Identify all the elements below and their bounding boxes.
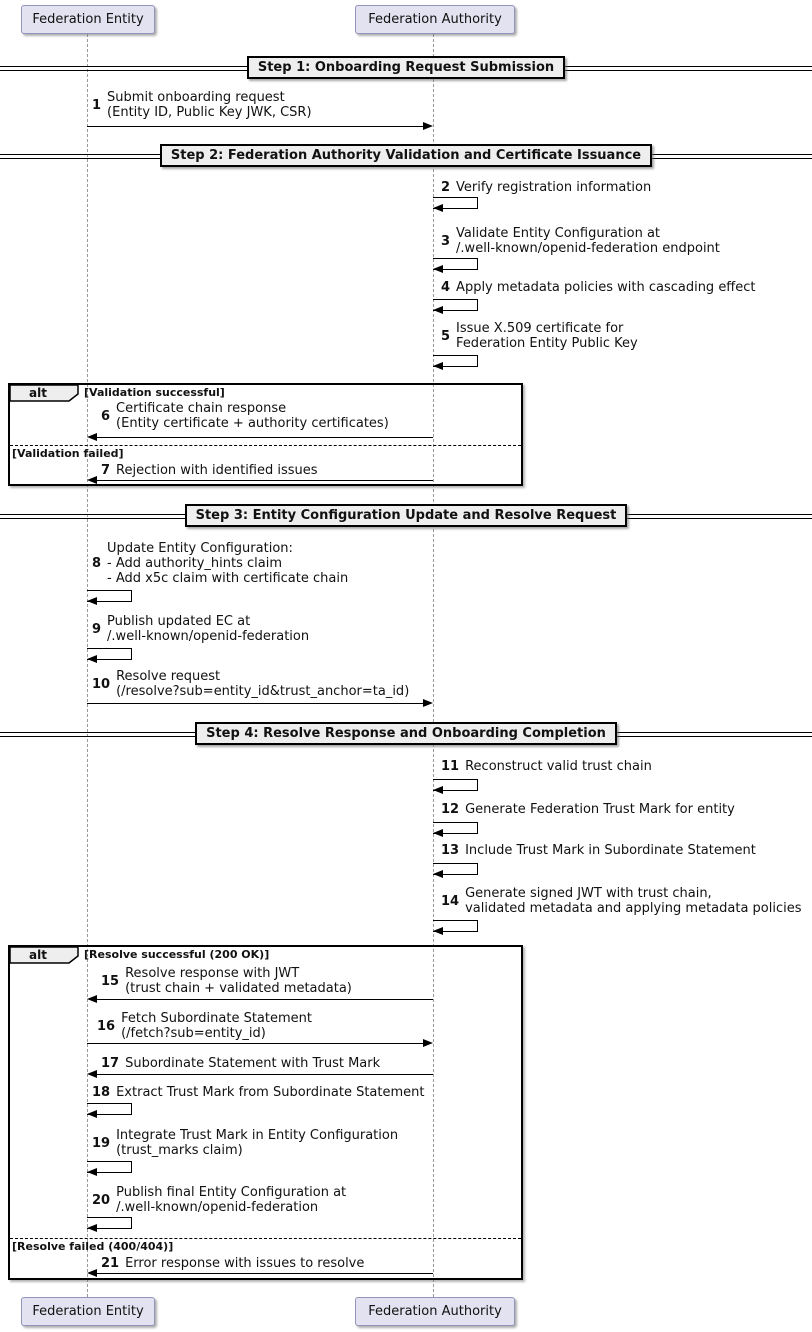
participant-label: Federation Entity	[32, 12, 144, 27]
message-18-arrowhead	[87, 1110, 97, 1118]
alt-tab-polygon	[10, 385, 79, 402]
message-18-selfloop	[87, 1103, 132, 1115]
participant-label: Federation Entity	[32, 1304, 144, 1319]
message-20-arrowhead	[87, 1224, 97, 1232]
alt-tab-shape	[10, 385, 79, 402]
message-1-line	[87, 126, 424, 127]
message-8-selfloop	[87, 590, 132, 602]
message-5-selfloop	[433, 355, 478, 367]
message-5-arrowhead	[433, 362, 443, 370]
message-12-arrowhead	[433, 829, 443, 837]
alt-keyword: alt	[29, 386, 47, 400]
alt-else-separator	[10, 445, 521, 446]
guard-validation-successful: [Validation successful]	[84, 386, 225, 399]
alt-else-separator	[10, 1238, 521, 1239]
message-14-arrowhead	[433, 927, 443, 935]
message-10-arrowhead	[423, 699, 433, 707]
divider-step-3: Step 3: Entity Configuration Update and …	[0, 504, 812, 527]
lifeline-federation-entity	[87, 34, 88, 1297]
message-19-selfloop	[87, 1161, 132, 1173]
alt-frame-validation	[8, 383, 523, 486]
participant-label: Federation Authority	[368, 1304, 502, 1319]
message-8-arrowhead	[87, 597, 97, 605]
message-4-arrowhead	[433, 306, 443, 314]
message-10-line	[87, 703, 424, 704]
message-7-arrowhead	[87, 476, 97, 484]
message-16-arrowhead	[423, 1039, 433, 1047]
message-19-arrowhead	[87, 1168, 97, 1176]
message-15-arrowhead	[87, 995, 97, 1003]
message-17-line	[97, 1074, 433, 1075]
message-3-selfloop	[433, 258, 478, 270]
message-21-arrowhead	[87, 1269, 97, 1277]
message-9-selfloop	[87, 648, 132, 660]
alt-keyword: alt	[29, 948, 47, 962]
message-12-selfloop	[433, 822, 478, 834]
participant-federation-authority-top: Federation Authority	[355, 5, 515, 34]
guard-resolve-failed: [Resolve failed (400/404)]	[12, 1240, 174, 1253]
message-6-line	[97, 437, 433, 438]
participant-federation-entity-top: Federation Entity	[21, 5, 155, 34]
message-4-selfloop	[433, 299, 478, 311]
message-13-selfloop	[433, 863, 478, 875]
message-2-selfloop	[433, 197, 478, 209]
message-9-arrowhead	[87, 655, 97, 663]
participant-federation-entity-bottom: Federation Entity	[21, 1297, 155, 1326]
message-21-line	[97, 1273, 433, 1274]
message-6-arrowhead	[87, 433, 97, 441]
message-15-line	[97, 999, 433, 1000]
message-14-selfloop	[433, 920, 478, 932]
message-20-selfloop	[87, 1217, 132, 1229]
message-11-arrowhead	[433, 786, 443, 794]
lifeline-federation-authority	[433, 34, 434, 1297]
guard-resolve-successful: [Resolve successful (200 OK)]	[84, 948, 270, 961]
divider-step-2: Step 2: Federation Authority Validation …	[0, 144, 812, 167]
alt-tab-polygon	[10, 947, 79, 964]
participant-federation-authority-bottom: Federation Authority	[355, 1297, 515, 1326]
divider-label: Step 3: Entity Configuration Update and …	[184, 504, 628, 527]
message-3-arrowhead	[433, 265, 443, 273]
alt-frame-resolve	[8, 945, 523, 1280]
message-11-selfloop	[433, 779, 478, 791]
message-7-line	[97, 480, 433, 481]
message-16-line	[87, 1043, 424, 1044]
divider-label: Step 1: Onboarding Request Submission	[246, 56, 566, 79]
message-1-arrowhead	[423, 122, 433, 130]
message-13-arrowhead	[433, 870, 443, 878]
alt-tab-shape	[10, 947, 79, 964]
message-17-arrowhead	[87, 1070, 97, 1078]
divider-label: Step 4: Resolve Response and Onboarding …	[195, 722, 617, 745]
message-2-arrowhead	[433, 204, 443, 212]
divider-label: Step 2: Federation Authority Validation …	[159, 144, 653, 167]
divider-step-1: Step 1: Onboarding Request Submission	[0, 56, 812, 79]
guard-validation-failed: [Validation failed]	[12, 447, 124, 460]
divider-step-4: Step 4: Resolve Response and Onboarding …	[0, 722, 812, 745]
participant-label: Federation Authority	[368, 12, 502, 27]
